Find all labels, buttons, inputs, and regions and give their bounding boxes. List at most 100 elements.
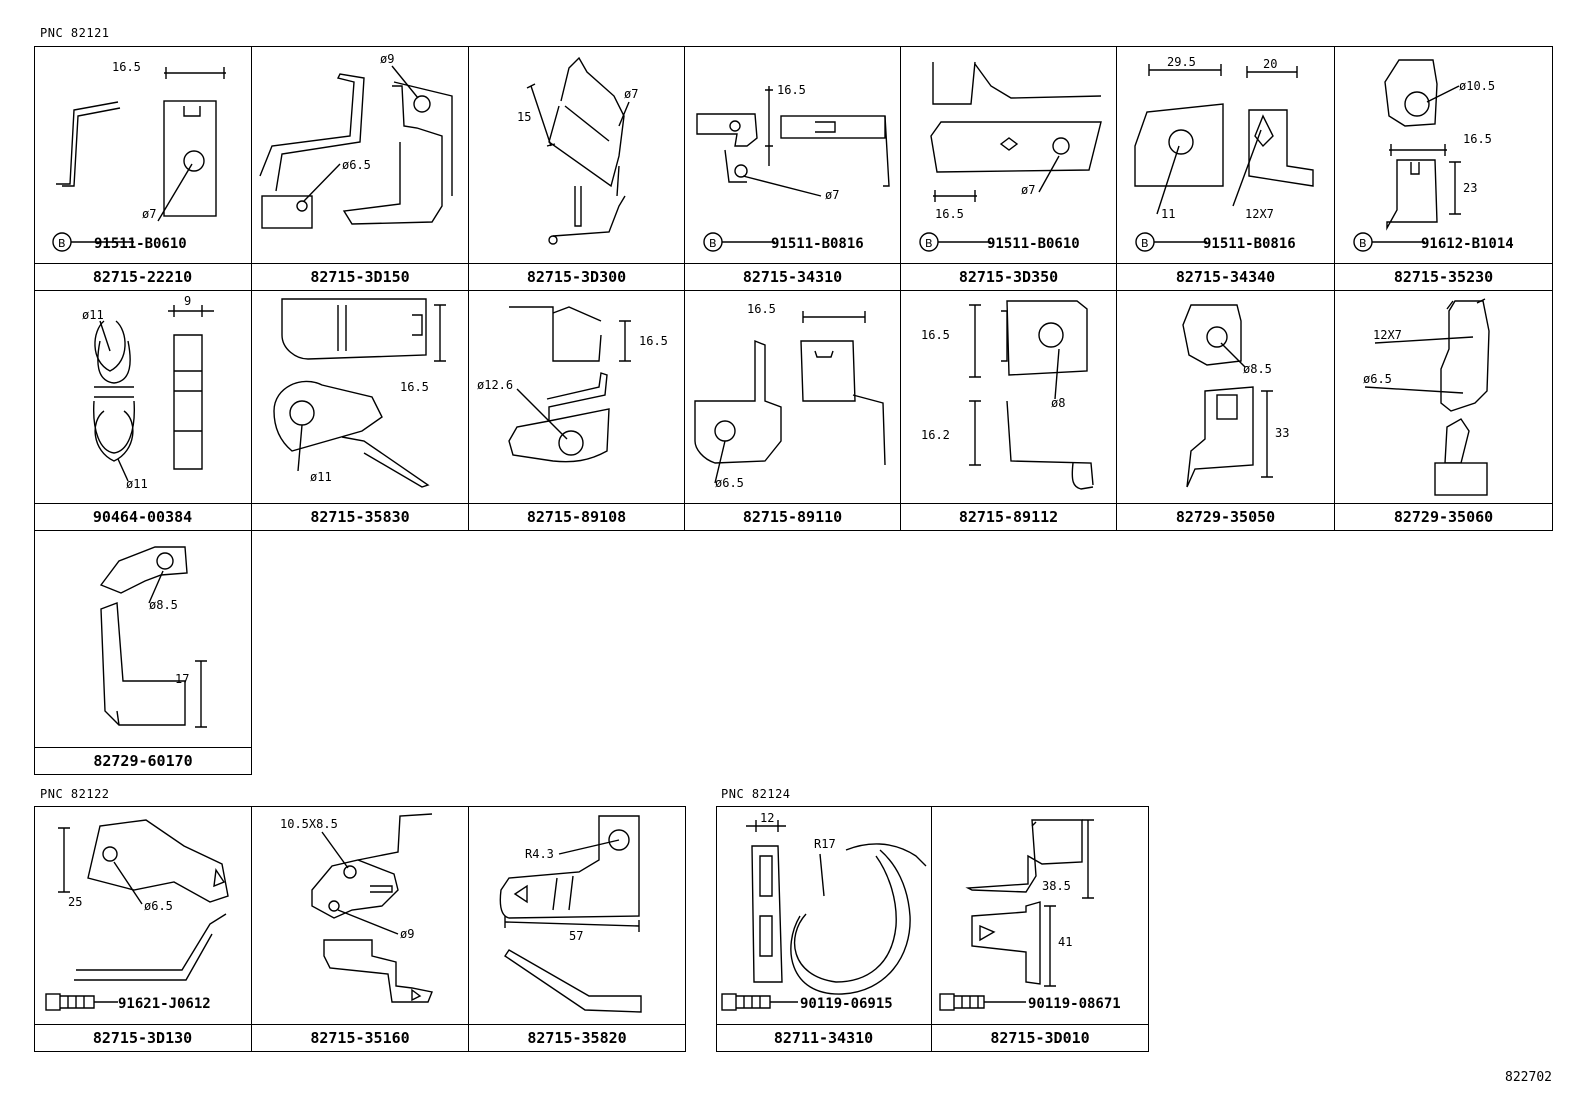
- b-symbol: B: [709, 237, 717, 250]
- dim-label: 12X7: [1245, 207, 1274, 221]
- part-cell[interactable]: 29.5 20 11 12X7 B 91511-B0816 82715-3434…: [1117, 46, 1335, 291]
- ref-part-number: 91511-B0610: [94, 236, 187, 252]
- part-number: 82715-35820: [469, 1024, 685, 1051]
- part-cell[interactable]: ø9 ø6.5 82715-3D150: [252, 46, 469, 291]
- pnc-label-82124: PNC 82124: [721, 787, 791, 801]
- dim-label: 12: [760, 811, 774, 825]
- dim-label: ø12.6: [477, 378, 513, 392]
- part-illustration: 16.5 ø7 B 91511-B0816: [696, 83, 890, 252]
- part-cell[interactable]: 10.5X8.5 ø9 82715-35160: [252, 806, 469, 1052]
- part-illustration: 16.5 ø7 B 91511-B0610: [919, 61, 1102, 252]
- b-symbol: B: [1141, 237, 1149, 250]
- dim-label: ø7: [624, 87, 638, 101]
- parts-grid-82124: [716, 806, 1149, 1052]
- part-illustration: 38.5 41 90119-08671: [939, 819, 1121, 1012]
- dim-label: 10.5X8.5: [280, 817, 338, 831]
- part-cell[interactable]: 16.5 ø6.5 82715-89110: [685, 291, 901, 531]
- dim-label: 16.5: [747, 302, 776, 316]
- part-illustration: 10.5X8.5 ø9: [280, 813, 433, 1003]
- dim-label: 16.5: [1463, 132, 1492, 146]
- part-number: 90464-00384: [34, 503, 251, 530]
- dim-label: ø7: [1021, 183, 1035, 197]
- part-cell[interactable]: 16.5 ø12.6 82715-89108: [469, 291, 685, 531]
- part-illustration: 16.5 ø12.6: [477, 306, 668, 463]
- parts-grid-82122: [34, 806, 686, 1052]
- part-cell[interactable]: 16.5 ø7 B 91511-B0610 82715-3D350: [901, 46, 1117, 291]
- part-illustration: 29.5 20 11 12X7 B 91511-B0816: [1134, 55, 1314, 252]
- ref-part-number: 90119-08671: [1028, 996, 1121, 1012]
- part-cell[interactable]: 16.5 ø7 B 91511-B0610 82715-22210: [34, 46, 252, 291]
- part-number: 82715-34340: [1117, 263, 1334, 290]
- part-cell[interactable]: 38.5 41 90119-08671 82715-3D010: [932, 806, 1149, 1052]
- part-illustration: 12X7 ø6.5: [1363, 298, 1490, 496]
- part-illustration: ø10.5 16.5 23 B 91612-B1014: [1353, 59, 1514, 252]
- dim-label: R4.3: [525, 847, 554, 861]
- part-number: 82715-35160: [252, 1024, 468, 1051]
- part-illustration: 25 ø6.5 91621-J0612: [45, 819, 229, 1012]
- dim-label: 16.5: [935, 207, 964, 221]
- dim-label: 16.5: [639, 334, 668, 348]
- part-number: 82729-60170: [35, 747, 251, 774]
- part-number: 82715-3D300: [469, 263, 684, 290]
- part-number: 82715-89110: [685, 503, 900, 530]
- dim-label: 41: [1058, 935, 1072, 949]
- dim-label: 15: [517, 110, 531, 124]
- part-cell[interactable]: 16.5 16.2 ø8 82715-89112: [901, 291, 1117, 531]
- ref-part-number: 90119-06915: [800, 996, 893, 1012]
- part-cell[interactable]: 25 ø6.5 91621-J0612 82715-3D130: [34, 806, 252, 1052]
- dim-label: 16.5: [921, 328, 950, 342]
- ref-part-number: 91511-B0816: [1203, 236, 1296, 252]
- part-number: 82711-34310: [716, 1024, 931, 1051]
- dim-label: ø7: [142, 207, 156, 221]
- part-number: 82715-89112: [901, 503, 1116, 530]
- dim-label: 23: [1463, 181, 1477, 195]
- part-cell[interactable]: 16.5 ø11 82715-35830: [252, 291, 469, 531]
- part-number: 82715-3D010: [932, 1024, 1148, 1051]
- dim-label: ø11: [82, 308, 104, 322]
- part-cell[interactable]: 16.5 ø7 B 91511-B0816 82715-34310: [685, 46, 901, 291]
- dim-label: 25: [68, 895, 82, 909]
- b-symbol: B: [1359, 237, 1367, 250]
- dim-label: ø8.5: [1243, 362, 1272, 376]
- dim-label: ø7: [825, 188, 839, 202]
- part-cell[interactable]: 15 ø7 82715-3D300: [469, 46, 685, 291]
- part-cell[interactable]: 9 ø11 ø11 90464-00384: [34, 291, 252, 531]
- ref-part-number: 91612-B1014: [1421, 236, 1514, 252]
- dim-label: 29.5: [1167, 55, 1196, 69]
- b-symbol: B: [925, 237, 933, 250]
- part-number: 82729-35050: [1117, 503, 1334, 530]
- part-cell[interactable]: ø8.5 17 82729-60170: [34, 531, 252, 775]
- b-symbol: B: [58, 237, 66, 250]
- part-cell[interactable]: R4.3 57 82715-35820: [469, 806, 686, 1052]
- dim-label: ø6.5: [144, 899, 173, 913]
- dim-label: ø10.5: [1459, 79, 1495, 93]
- dim-label: 16.5: [112, 60, 141, 74]
- part-number: 82729-35060: [1335, 503, 1552, 530]
- part-number: 82715-3D130: [34, 1024, 251, 1051]
- pnc-label-82122: PNC 82122: [40, 787, 110, 801]
- dim-label: 33: [1275, 426, 1289, 440]
- part-illustration: 12 R17 90119-06915: [721, 811, 927, 1012]
- part-illustration: 16.5 ø6.5: [694, 302, 886, 490]
- dim-label: 57: [569, 929, 583, 943]
- part-cell[interactable]: ø8.5 33 82729-35050: [1117, 291, 1335, 531]
- part-number: 82715-34310: [685, 263, 900, 290]
- ref-part-number: 91621-J0612: [118, 996, 211, 1012]
- pnc-label-82121: PNC 82121: [40, 26, 110, 40]
- part-illustration: 9 ø11 ø11: [82, 294, 214, 491]
- dim-label: 16.5: [777, 83, 806, 97]
- part-number: 82715-3D150: [252, 263, 468, 290]
- dim-label: R17: [814, 837, 836, 851]
- part-cell[interactable]: 12X7 ø6.5 82729-35060: [1335, 291, 1553, 531]
- dim-label: 12X7: [1373, 328, 1402, 342]
- dim-label: ø11: [126, 477, 148, 491]
- part-illustration: 16.5 ø7 B 91511-B0610: [52, 60, 226, 252]
- part-number: 82715-22210: [34, 263, 251, 290]
- part-cell[interactable]: 12 R17 90119-06915 82711-34310: [716, 806, 932, 1052]
- part-cell[interactable]: ø10.5 16.5 23 B 91612-B1014 82715-35230: [1335, 46, 1553, 291]
- dim-label: ø11: [310, 470, 332, 484]
- part-number: 82715-3D350: [901, 263, 1116, 290]
- part-illustration: R4.3 57: [499, 815, 642, 1013]
- dim-label: ø9: [380, 52, 394, 66]
- part-illustration: ø8.5 17: [99, 546, 207, 728]
